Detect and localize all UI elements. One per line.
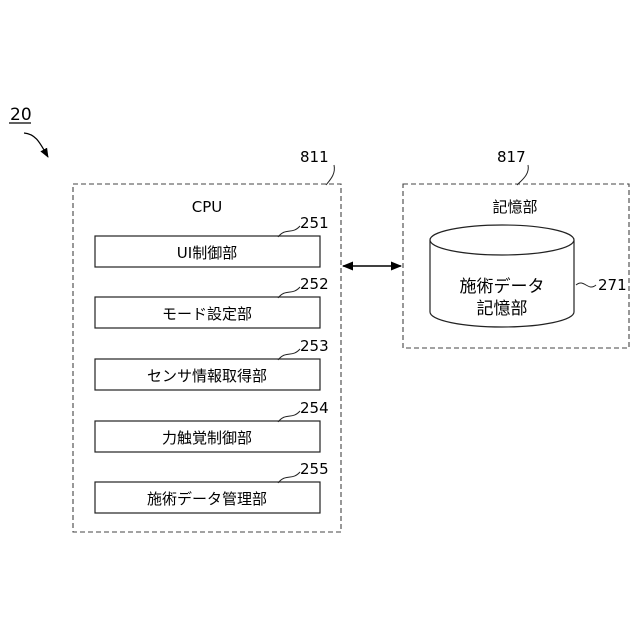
storage-ref-leader: [517, 165, 528, 185]
unit-treatment-data-mgmt: 施術データ管理部 255: [95, 460, 329, 513]
database-ref-leader: [576, 283, 596, 287]
unit-ref-leader: [278, 411, 300, 422]
unit-label: モード設定部: [162, 305, 252, 323]
storage-ref-number: 817: [497, 148, 526, 166]
cpu-ref-number: 811: [300, 148, 329, 166]
unit-label: センサ情報取得部: [147, 367, 267, 385]
unit-ref-number: 253: [300, 337, 329, 355]
database-cylinder: 施術データ 記憶部: [430, 225, 574, 327]
unit-mode-setting: モード設定部 252: [95, 275, 329, 328]
unit-label: 力触覚制御部: [162, 429, 252, 447]
unit-ui-control: UI制御部 251: [95, 214, 329, 267]
unit-ref-leader: [278, 349, 300, 360]
unit-label: 施術データ管理部: [147, 490, 267, 508]
database-label-line1: 施術データ: [460, 276, 545, 297]
unit-ref-leader: [278, 287, 300, 298]
database-label-line2: 記憶部: [477, 299, 528, 319]
cylinder-top: [430, 225, 574, 255]
cpu-ref-leader: [326, 165, 334, 185]
unit-ref-number: 254: [300, 399, 329, 417]
unit-ref-leader: [278, 226, 300, 237]
unit-label: UI制御部: [177, 244, 237, 262]
cpu-block: 811 CPU UI制御部 251 モード設定部 252 センサ情報取得部 25…: [73, 148, 341, 532]
figure-ref-arrow: [24, 133, 48, 157]
cpu-title: CPU: [192, 198, 223, 216]
unit-ref-number: 252: [300, 275, 329, 293]
database-ref-number: 271: [598, 276, 627, 294]
unit-sensor-info: センサ情報取得部 253: [95, 337, 329, 390]
storage-block: 817 記憶部 施術データ 記憶部 271: [403, 148, 629, 348]
figure-ref-label: 20: [10, 105, 32, 125]
figure-ref-group: 20: [9, 105, 48, 157]
unit-ref-number: 251: [300, 214, 329, 232]
storage-title: 記憶部: [492, 198, 537, 216]
unit-ref-leader: [278, 472, 300, 483]
unit-ref-number: 255: [300, 460, 329, 478]
unit-haptic-control: 力触覚制御部 254: [95, 399, 329, 452]
